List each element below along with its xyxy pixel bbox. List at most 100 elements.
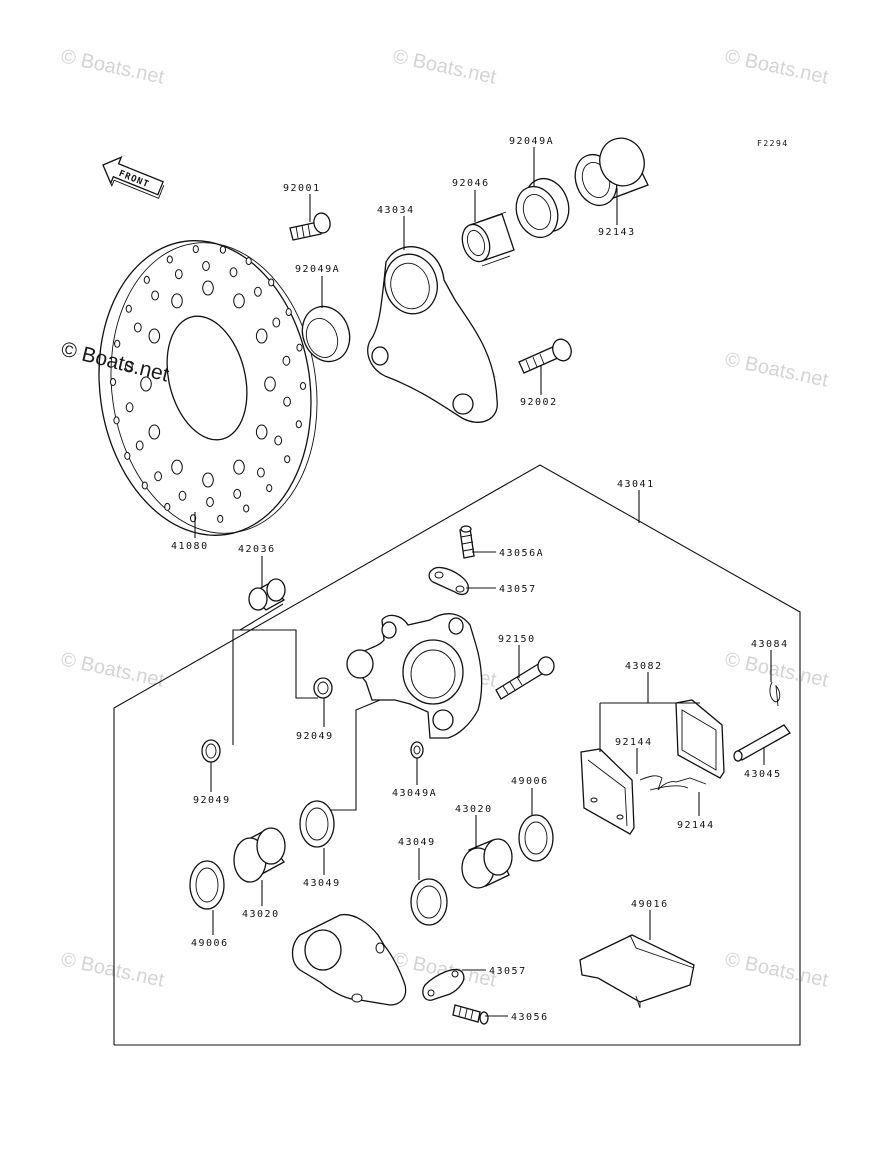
disc-hole <box>272 317 281 328</box>
part-label[interactable]: 43084 <box>751 639 789 650</box>
disc-hole <box>151 290 160 301</box>
part-label[interactable]: 49006 <box>191 938 229 949</box>
part-label[interactable]: 43049A <box>392 788 437 799</box>
disc-hole <box>164 502 171 511</box>
part-label[interactable]: 92002 <box>520 397 558 408</box>
bolt-92001 <box>289 212 331 241</box>
part-label[interactable]: 43020 <box>242 909 280 920</box>
watermark: © Boats.net <box>723 348 831 391</box>
part-label[interactable]: 92049 <box>193 795 231 806</box>
disc-hole <box>254 286 262 297</box>
seal-43049-left <box>299 800 335 848</box>
pad-cover-49016 <box>579 934 695 1009</box>
disc-hole <box>284 455 291 464</box>
part-label[interactable]: 49006 <box>511 776 549 787</box>
caliper-body <box>346 613 483 739</box>
seal-43049A <box>410 741 424 759</box>
part-label[interactable]: 43082 <box>625 661 663 672</box>
pad-springs <box>639 775 707 791</box>
bleeder-43056A <box>459 525 475 559</box>
brake-disc <box>98 240 318 536</box>
disc-hole <box>124 361 133 372</box>
disc-hole <box>166 255 173 264</box>
disc-hole <box>114 339 121 348</box>
brake-pads <box>580 699 725 835</box>
disc-hole <box>255 328 268 344</box>
disc-hole <box>206 497 214 507</box>
piston-43020-left <box>233 827 286 883</box>
part-label[interactable]: 92049 <box>296 731 334 742</box>
disc-hole <box>192 245 199 254</box>
disc-hole <box>243 504 250 513</box>
disc-hole <box>299 382 307 390</box>
disc-hole <box>295 420 302 429</box>
piston-43020 <box>461 838 513 889</box>
watermark: © Boats.net <box>59 648 167 691</box>
part-label[interactable]: 43041 <box>617 479 655 490</box>
front-arrow-icon: FRONT <box>102 156 165 199</box>
part-label[interactable]: 43045 <box>744 769 782 780</box>
part-label[interactable]: 92144 <box>677 820 715 831</box>
part-label[interactable]: 92150 <box>498 634 536 645</box>
part-label[interactable]: 43057 <box>489 966 527 977</box>
part-label[interactable]: 43056A <box>499 548 544 559</box>
seal-92049-left <box>201 739 221 763</box>
seal-49006-left <box>189 860 225 910</box>
seal-49006 <box>518 814 554 862</box>
disc-hole <box>233 488 242 499</box>
part-label[interactable]: 92049A <box>295 264 340 275</box>
part-label[interactable]: 43057 <box>499 584 537 595</box>
collar-92143 <box>574 137 649 207</box>
disc-hole <box>233 459 245 475</box>
figure-code: F2294 <box>757 139 789 148</box>
disc-hole <box>141 481 148 490</box>
disc-hole <box>264 376 276 392</box>
disc-hole <box>174 269 183 280</box>
disc-hole <box>233 293 245 309</box>
disc-hole <box>143 275 150 284</box>
bolt-92150 <box>495 656 555 700</box>
caliper-bracket <box>367 246 498 423</box>
disc-hole <box>148 424 161 440</box>
caliper-lower <box>291 913 407 1006</box>
part-label[interactable]: 42036 <box>238 544 276 555</box>
part-label[interactable]: 43049 <box>303 878 341 889</box>
part-label[interactable]: 92144 <box>615 737 653 748</box>
plate-43057-bottom <box>422 969 465 1001</box>
part-label[interactable]: 92001 <box>283 183 321 194</box>
disc-hole <box>255 424 268 440</box>
disc-hole <box>113 416 120 425</box>
seal-92049A-top <box>515 177 570 239</box>
part-label[interactable]: 92049A <box>509 136 554 147</box>
bearing-92046 <box>461 211 515 267</box>
seal-92049A <box>301 305 351 363</box>
part-label[interactable]: 49016 <box>631 899 669 910</box>
part-label[interactable]: 41080 <box>171 541 209 552</box>
disc-hole <box>202 261 210 271</box>
part-label[interactable]: 43034 <box>377 205 415 216</box>
disc-hole <box>154 471 163 482</box>
disc-hole <box>217 514 224 523</box>
disc-hole <box>202 280 214 296</box>
disc-hole <box>135 440 144 451</box>
part-label[interactable]: 43056 <box>511 1012 549 1023</box>
disc-hole <box>245 257 252 266</box>
caliper-assembly-outline <box>113 464 801 1046</box>
part-label[interactable]: 92143 <box>598 227 636 238</box>
clip-43084 <box>769 681 781 707</box>
disc-hole <box>268 278 275 287</box>
disc-hole <box>296 343 303 352</box>
plate-43057 <box>428 566 469 596</box>
disc-hole <box>125 402 134 413</box>
part-label[interactable]: 92046 <box>452 178 490 189</box>
bolt-92002 <box>518 338 572 374</box>
disc-hole <box>124 451 131 460</box>
pin-43045 <box>733 724 791 762</box>
disc-hole <box>257 467 265 478</box>
part-label[interactable]: 43020 <box>455 804 493 815</box>
disc-hole <box>274 435 283 446</box>
sleeve-42036 <box>248 578 286 611</box>
part-label[interactable]: 43049 <box>398 837 436 848</box>
disc-hole <box>148 328 161 344</box>
leader-lines <box>194 147 772 1017</box>
